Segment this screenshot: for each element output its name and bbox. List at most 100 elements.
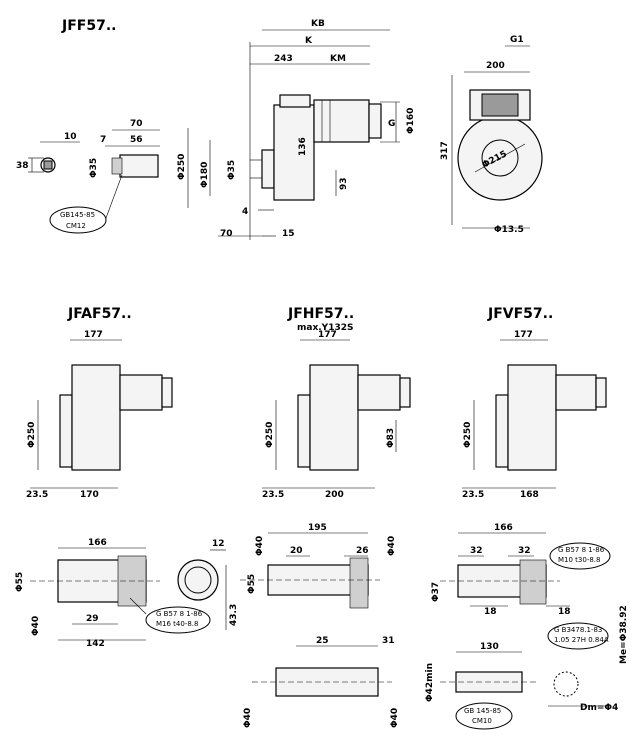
jfaf-key-line2: M16 t40-8.8 <box>156 620 198 628</box>
dim-12: 12 <box>212 539 225 549</box>
jfaf-motor <box>119 374 163 411</box>
jff-callout: GB145-85 CM12 <box>49 174 123 234</box>
jff-end-view: Φ215 317 200 G1 Φ13.5 <box>440 35 543 235</box>
jfaf-shaft-section <box>177 559 219 601</box>
dim-195: 195 <box>308 523 327 533</box>
jfaf-view: 177 Φ250 23.5 170 <box>26 330 173 500</box>
jfhf-gear-housing <box>309 364 359 471</box>
jff-flange-body <box>119 154 159 178</box>
jfvf-hollow-shaft: 166 32 32 Φ37 18 18 G B57 8 1-86 M10 t30… <box>425 523 629 730</box>
jfvf-view: 177 Φ250 23.5 168 <box>462 330 607 500</box>
dim-phi250c: Φ250 <box>265 422 275 448</box>
jff-callout-line2: CM12 <box>66 222 86 230</box>
dim-25: 25 <box>316 636 329 646</box>
dim-177a: 177 <box>84 330 103 340</box>
dim-phi40d: Φ40 <box>243 708 253 728</box>
dim-7: 7 <box>100 135 106 145</box>
jfhf-motor <box>357 374 401 411</box>
jfaf-key-line1: G B57 8 1-86 <box>156 610 203 618</box>
dim-200-top: 200 <box>486 61 505 71</box>
dim-phi250a: Φ250 <box>177 154 187 180</box>
dim-phi160: Φ160 <box>406 108 416 134</box>
jfvf-cap-line1: GB 145-85 <box>464 707 501 715</box>
dim-142: 142 <box>86 639 105 649</box>
dim-43-3: 43.3 <box>229 604 239 626</box>
dim-phi55b: Φ55 <box>247 574 257 594</box>
dim-166a: 166 <box>88 538 107 548</box>
dim-18a: 18 <box>484 607 497 617</box>
dim-km: KM <box>330 54 346 64</box>
dim-26: 26 <box>356 546 369 556</box>
jff-keyway <box>43 160 53 170</box>
dim-136: 136 <box>298 137 308 156</box>
jfvf-key-line1: G B57 8 1-86 <box>558 546 605 554</box>
dim-phi35b: Φ35 <box>227 160 237 180</box>
jfvf-screw-line2: 1.05 27H 0.84A <box>554 636 609 644</box>
dim-18b: 18 <box>558 607 571 617</box>
dim-200b: 200 <box>325 490 344 500</box>
dim-243: 243 <box>274 54 293 64</box>
dim-phi250d: Φ250 <box>463 422 473 448</box>
jfvf-gear-housing <box>507 364 557 471</box>
dim-70b: 70 <box>220 229 233 239</box>
dim-29: 29 <box>86 614 99 624</box>
dim-10: 10 <box>64 132 77 142</box>
dim-168: 168 <box>520 490 539 500</box>
jfvf-key-callout <box>549 542 611 570</box>
dim-170: 170 <box>80 490 99 500</box>
dim-phi180: Φ180 <box>200 162 210 188</box>
dim-130: 130 <box>480 642 499 652</box>
dim-93: 93 <box>339 177 349 190</box>
dim-phi37: Φ37 <box>431 582 441 602</box>
jff-callout-line1: GB145-85 <box>60 211 95 219</box>
dim-32a: 32 <box>470 546 483 556</box>
dim-phi40b: Φ40 <box>255 536 265 556</box>
jfhf-title: JFHF57.. <box>287 306 354 322</box>
jff-gear-housing <box>273 104 315 201</box>
dim-phi40a: Φ40 <box>31 616 41 636</box>
dim-23-5b: 23.5 <box>262 490 284 500</box>
jff-title: JFF57.. <box>61 18 116 34</box>
dim-phi250b: Φ250 <box>27 422 37 448</box>
dim-32b: 32 <box>518 546 531 556</box>
jff-side-view: KB K 243 KM G Φ160 Φ250 Φ180 Φ35 136 93 … <box>177 19 416 240</box>
jfvf-title: JFVF57.. <box>487 306 553 322</box>
jfhf-subtitle: max.Y132S <box>297 323 353 333</box>
dim-phi35a: Φ35 <box>89 158 99 178</box>
jfaf-gear-housing <box>71 364 121 471</box>
jfvf-cap-line2: CM10 <box>472 717 492 725</box>
jff-shaft-detail: 38 10 <box>16 132 80 173</box>
jfvf-screw-line1: G B3478.1-83 <box>554 626 602 634</box>
dim-317: 317 <box>440 141 450 160</box>
dim-k: K <box>305 36 313 46</box>
dim-g: G <box>388 119 395 129</box>
dim-phi55a: Φ55 <box>15 572 25 592</box>
dim-phi40c: Φ40 <box>387 536 397 556</box>
dim-4: 4 <box>242 207 248 217</box>
dim-dm: Dm=Φ4 <box>580 703 618 713</box>
jfaf-title: JFAF57.. <box>67 306 132 322</box>
jfhf-view: 177 Φ250 Φ83 23.5 200 <box>262 330 411 500</box>
jfaf-hollow-shaft: 166 Φ55 Φ40 29 142 G B57 8 1-86 M16 t40-… <box>15 538 239 649</box>
jff-motor <box>313 99 370 143</box>
dim-g1: G1 <box>510 35 524 45</box>
jfvf-spline-section <box>553 671 579 697</box>
dim-15: 15 <box>282 229 295 239</box>
jff-flange-side: 70 56 7 Φ35 <box>89 119 160 178</box>
dim-kb: KB <box>311 19 325 29</box>
dim-23-5a: 23.5 <box>26 490 48 500</box>
dim-20: 20 <box>290 546 303 556</box>
dim-56: 56 <box>130 135 143 145</box>
dim-phi40e: Φ40 <box>390 708 400 728</box>
dim-phi42: Φ42min <box>425 663 435 702</box>
dim-23-5c: 23.5 <box>462 490 484 500</box>
dim-177c: 177 <box>514 330 533 340</box>
dim-166b: 166 <box>494 523 513 533</box>
dim-38: 38 <box>16 161 29 171</box>
jfvf-motor <box>555 374 597 411</box>
jfvf-key-line2: M10 t30-8.8 <box>558 556 600 564</box>
jff-callout-ellipse <box>49 206 107 234</box>
dim-70a: 70 <box>130 119 143 129</box>
dim-me: Me=Φ38.92 <box>619 605 629 664</box>
